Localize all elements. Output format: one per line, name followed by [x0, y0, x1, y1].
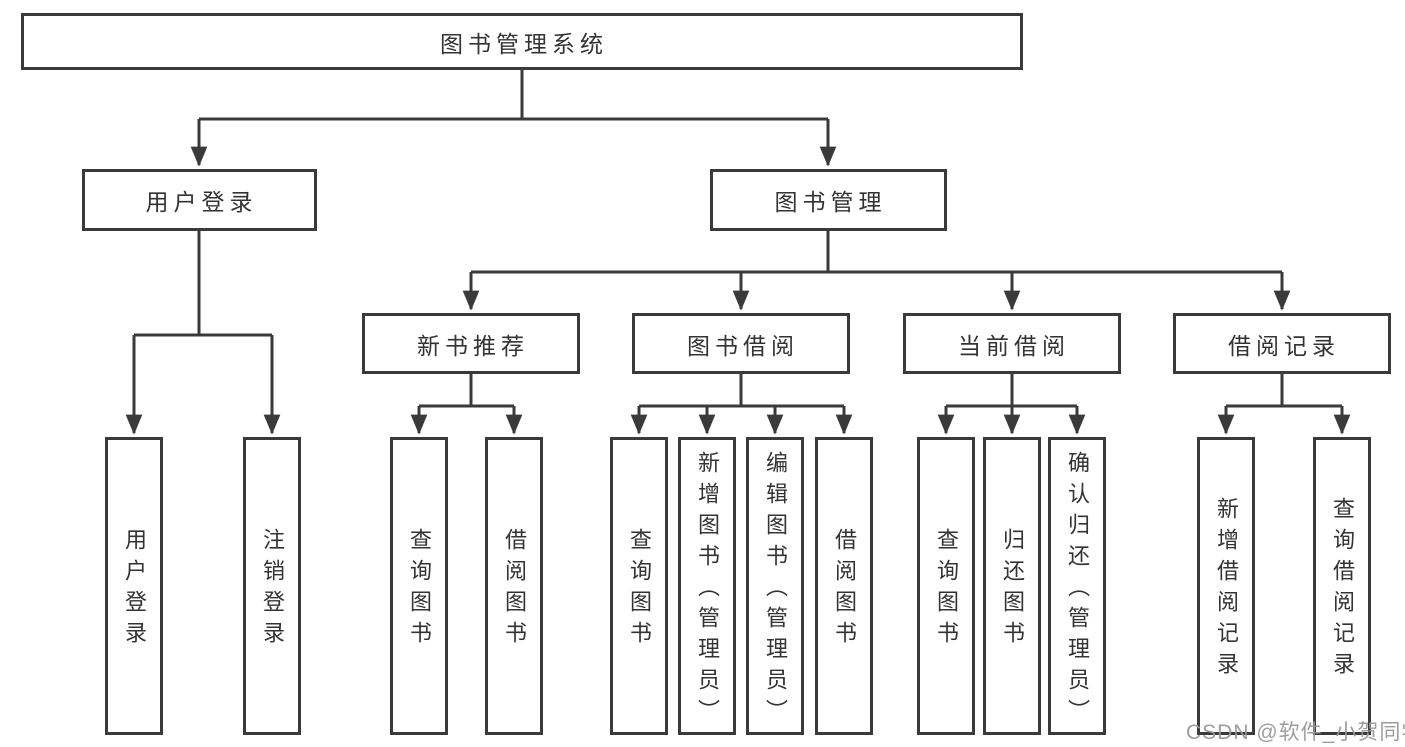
connector-borrow-records-to-leaves — [1217, 373, 1351, 435]
leaf-query-books-borrow: 查询图书 — [610, 437, 668, 735]
leaf-label: 借阅图书 — [502, 528, 527, 652]
leaf-confirm-return-admin: 确认归还（管理员） — [1048, 437, 1106, 735]
leaf-label: 查询图书 — [627, 528, 652, 652]
node-label: 新书推荐 — [417, 332, 529, 359]
node-root-label: 图书管理系统 — [440, 30, 608, 57]
connector-current-borrow-to-leaves — [937, 373, 1086, 435]
leaf-label: 查询图书 — [934, 528, 959, 652]
connector-root-to-level2 — [190, 70, 837, 167]
leaf-query-books-recommend: 查询图书 — [390, 437, 448, 735]
node-user-login: 用户登录 — [82, 169, 317, 231]
leaf-label: 查询借阅记录 — [1330, 497, 1355, 683]
leaf-label: 归还图书 — [1000, 528, 1025, 652]
node-label: 借阅记录 — [1228, 332, 1340, 359]
node-label: 图书管理 — [774, 189, 887, 215]
leaf-user-login: 用户登录 — [105, 437, 163, 735]
leaf-label: 借阅图书 — [832, 528, 857, 652]
leaf-borrow-books: 借阅图书 — [815, 437, 873, 735]
leaf-logout: 注销登录 — [243, 437, 301, 735]
node-borrow-records: 借阅记录 — [1173, 313, 1391, 374]
node-label: 当前借阅 — [958, 332, 1070, 359]
connector-new-book-recommend-to-leaves — [410, 373, 523, 435]
leaf-query-borrow-record: 查询借阅记录 — [1313, 437, 1371, 735]
leaf-return-books: 归还图书 — [983, 437, 1041, 735]
connector-book-borrow-to-leaves — [630, 373, 853, 435]
leaf-label: 注销登录 — [260, 528, 285, 652]
leaf-add-borrow-record: 新增借阅记录 — [1197, 437, 1255, 735]
node-label: 图书借阅 — [687, 332, 799, 359]
leaf-borrow-books-recommend: 借阅图书 — [485, 437, 543, 735]
node-book-borrow: 图书借阅 — [632, 313, 850, 374]
node-root: 图书管理系统 — [21, 13, 1023, 70]
leaf-label: 用户登录 — [122, 528, 147, 652]
leaf-add-books-admin: 新增图书（管理员） — [678, 437, 736, 735]
leaf-label: 新增借阅记录 — [1214, 497, 1239, 683]
leaf-label: 查询图书 — [407, 528, 432, 652]
node-book-management: 图书管理 — [710, 169, 947, 231]
leaf-query-books-current: 查询图书 — [917, 437, 975, 735]
leaf-edit-books-admin: 编辑图书（管理员） — [746, 437, 804, 735]
leaf-label: 新增图书（管理员） — [695, 450, 720, 730]
connector-user-login-to-leaves — [125, 231, 281, 435]
csdn-watermark: CSDN @软件_小贺同学 — [1186, 721, 1405, 744]
connector-book-management-to-level3 — [462, 230, 1291, 311]
leaf-label: 编辑图书（管理员） — [763, 450, 788, 730]
node-new-book-recommend: 新书推荐 — [362, 313, 580, 374]
leaf-label: 确认归还（管理员） — [1065, 450, 1090, 730]
node-label: 用户登录 — [145, 189, 258, 215]
node-current-borrow: 当前借阅 — [903, 313, 1121, 374]
